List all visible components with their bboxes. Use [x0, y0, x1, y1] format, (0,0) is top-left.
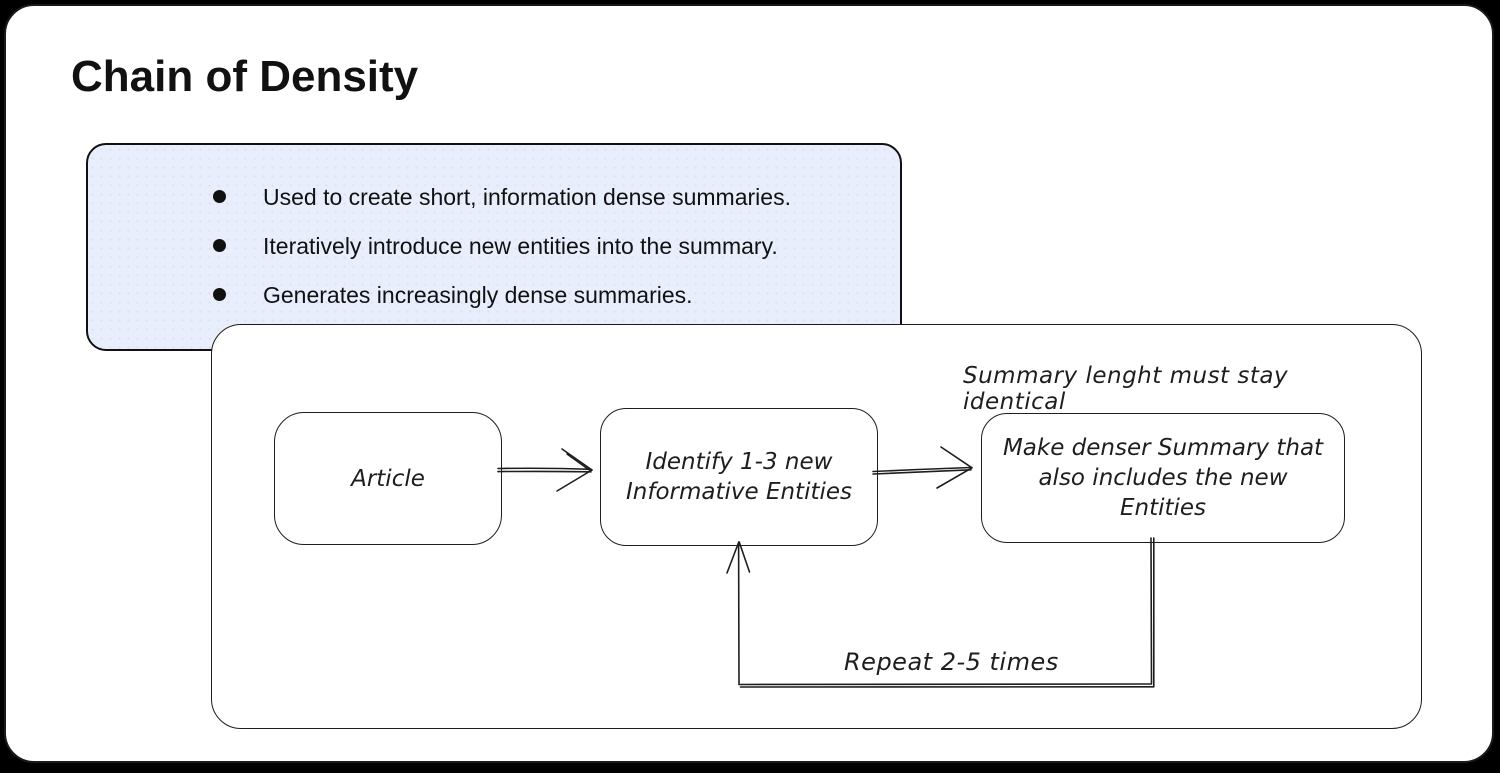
list-item: Used to create short, information dense …	[88, 183, 900, 211]
slide-canvas: Chain of Density Used to create short, i…	[4, 4, 1494, 763]
loop-repeat-label: Repeat 2-5 times	[844, 648, 1059, 676]
flow-node-article: Article	[274, 412, 502, 545]
flow-node-identify: Identify 1-3 new Informative Entities	[600, 408, 878, 546]
list-item: Generates increasingly dense summaries.	[88, 281, 900, 309]
page-title: Chain of Density	[71, 52, 419, 101]
bullet-text: Iteratively introduce new entities into …	[263, 233, 778, 259]
bullet-icon	[213, 288, 226, 301]
bullet-icon	[213, 190, 226, 203]
flow-node-denser: Make denser Summary that also includes t…	[981, 413, 1345, 543]
callout-box: Used to create short, information dense …	[86, 143, 902, 351]
bullet-icon	[213, 239, 226, 252]
bullet-text: Used to create short, information dense …	[263, 184, 791, 210]
bullet-text: Generates increasingly dense summaries.	[263, 282, 693, 308]
flow-annotation: Summary lenght must stay identical	[963, 363, 1289, 415]
bullet-list: Used to create short, information dense …	[88, 183, 900, 330]
list-item: Iteratively introduce new entities into …	[88, 232, 900, 260]
